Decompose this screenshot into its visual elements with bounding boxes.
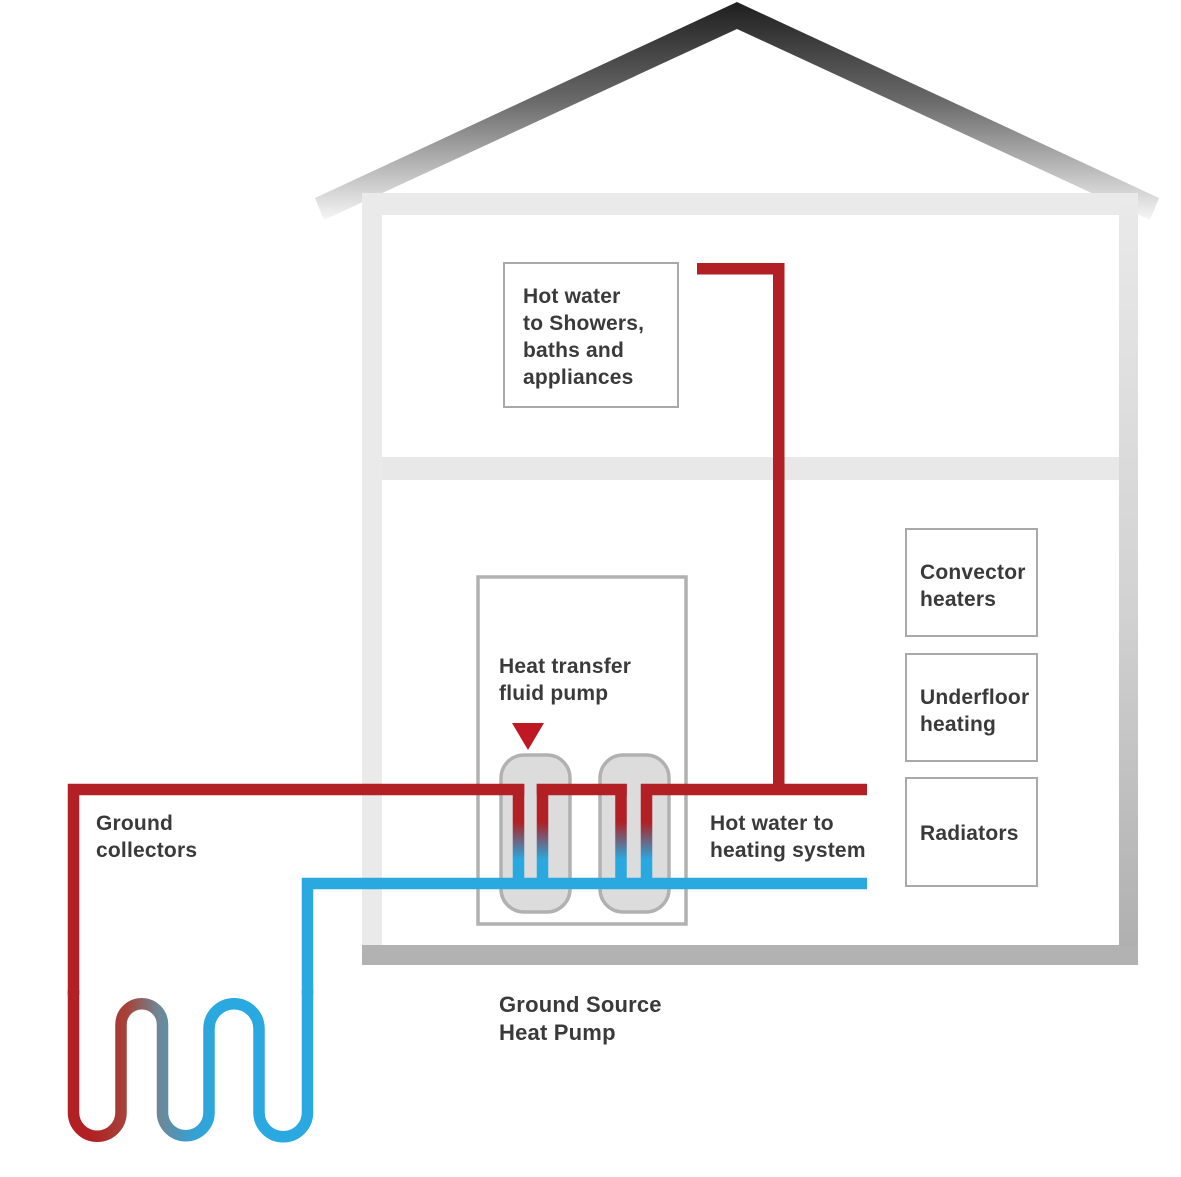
convector-heaters-label: Convector heaters (920, 561, 1026, 611)
heat-exchanger-pipe-1 (512, 784, 525, 889)
house-left-wall (362, 193, 382, 947)
hot-water-riser-pipe (697, 263, 785, 795)
diagram-title: Ground Source Heat Pump (499, 992, 662, 1045)
ground-loop-supply-pipe (67, 783, 525, 995)
underfloor-heating-box: Underfloor heating (905, 653, 1038, 762)
underfloor-heating-label: Underfloor heating (920, 686, 1030, 736)
roof-left-slope (315, 2, 737, 220)
radiators-label: Radiators (920, 822, 1019, 845)
heat-transfer-pump-label: Heat transfer fluid pump (499, 655, 632, 705)
ground-collectors-label: Ground collectors (96, 812, 198, 862)
pump-arrow-down-icon (512, 723, 544, 750)
house-right-wall (1119, 193, 1138, 947)
house-top-wall (362, 193, 1138, 215)
radiators-box: Radiators (905, 777, 1038, 887)
house-base-floor (362, 945, 1138, 965)
heat-exchanger-pipe-3 (615, 784, 627, 889)
cold-return-pipe (301, 877, 867, 995)
floor-divider (382, 457, 1119, 480)
hot-water-showers-box: Hot water to Showers, baths and applianc… (503, 262, 679, 408)
heat-exchanger-pipe-4 (640, 784, 653, 889)
convector-heaters-box: Convector heaters (905, 528, 1038, 637)
hot-water-heating-label: Hot water to heating system (710, 812, 866, 862)
roof-right-slope (737, 2, 1159, 220)
ground-loop-coil (67, 990, 314, 1143)
heat-exchanger-pipe-2 (536, 784, 549, 889)
hot-water-showers-label: Hot water to Showers, baths and applianc… (523, 285, 645, 389)
